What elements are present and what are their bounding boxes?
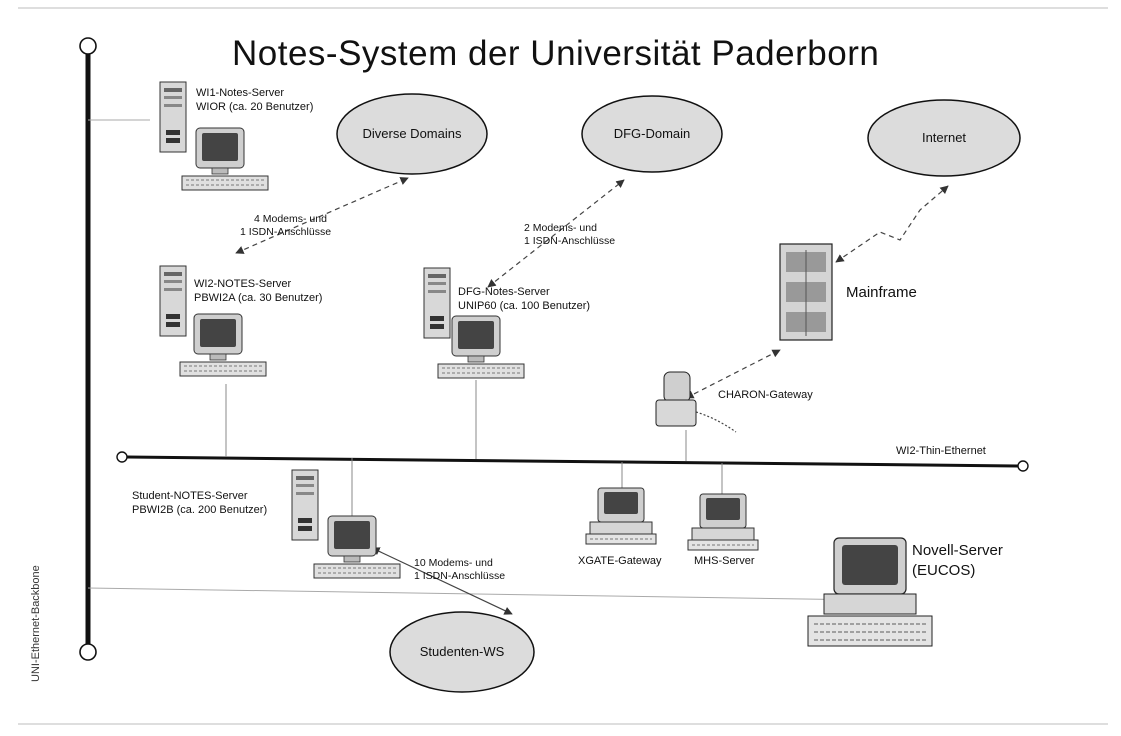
student-modems-line2: 1 ISDN-Anschlüsse [414,570,506,582]
dfg-server-users: UNIP60 (ca. 100 Benutzer) [458,300,591,312]
dfg-modems-label: 2 Modems- und 1 ISDN-Anschlüsse [524,222,615,248]
dfg-server-name: DFG-Notes-Server [458,286,550,298]
wi1-server-name: WI1-Notes-Server [196,87,285,99]
link-dfg-domain [487,179,625,288]
wi1-modems-label: 4 Modems- und 1 ISDN-Anschlüsse [240,213,331,239]
ethernet-left-terminator [116,451,128,463]
link-student-studenten [371,547,513,615]
dfg-modems-line2: 1 ISDN-Anschlüsse [524,235,616,247]
novell-server-label: Novell-Server (EUCOS) [912,541,1003,581]
xgate-gateway-label: XGATE-Gateway [578,555,662,567]
backbone-bottom-terminator [79,643,97,661]
novell-server-sub: (EUCOS) [912,562,976,579]
student-modems-label: 10 Modems- und 1 ISDN-Anschlüsse [414,557,505,583]
wi2-server-name: WI2-NOTES-Server [194,278,292,290]
wi1-server-tower [159,81,187,153]
dfg-server-label: DFG-Notes-Server UNIP60 (ca. 100 Benutze… [458,285,590,313]
cloud-studenten-label: Studenten-WS [419,644,505,659]
backbone-top-terminator [79,37,97,55]
mainframe-label: Mainframe [846,284,917,301]
novell-server-name: Novell-Server [912,542,1003,559]
dfg-modems-line1: 2 Modems- und [524,222,597,234]
mhs-server-icon [687,493,759,551]
ethernet-right-terminator [1017,460,1029,472]
link-mainframe-internet [835,185,949,263]
xgate-gateway-icon [585,487,657,545]
wi2-server-label: WI2-NOTES-Server PBWI2A (ca. 30 Benutzer… [194,277,322,305]
wi1-server-monitor [181,127,269,191]
student-modems-line1: 10 Modems- und [414,557,493,569]
student-server-monitor [313,515,401,579]
dfg-server-tower [423,267,451,339]
charon-gateway-icon [655,371,737,433]
wi1-modems-line1: 4 Modems- und [254,213,327,225]
wi2-server-users: PBWI2A (ca. 30 Benutzer) [194,292,323,304]
cloud-internet [867,99,1021,177]
student-server-users: PBWI2B (ca. 200 Benutzer) [132,504,268,516]
student-server-label: Student-NOTES-Server PBWI2B (ca. 200 Ben… [132,489,267,517]
thin-ethernet-bar [121,455,1023,468]
wi1-server-users: WIOR (ca. 20 Benutzer) [196,101,314,113]
cloud-internet-label: Internet [921,130,967,145]
wi2-server-monitor [179,313,267,377]
student-server-name: Student-NOTES-Server [132,490,248,502]
cloud-dfg-domain [581,95,723,173]
student-server-tower [291,469,319,541]
wi1-server-label: WI1-Notes-Server WIOR (ca. 20 Benutzer) [196,86,313,114]
page-title: Notes-System der Universität Paderborn [232,34,880,73]
wi1-modems-line2: 1 ISDN-Anschlüsse [240,226,332,238]
thin-ethernet-label: WI2-Thin-Ethernet [896,445,986,457]
link-wi2-diverse [235,177,409,254]
cloud-diverse-domains [336,93,488,175]
dfg-server-monitor [437,315,525,379]
backbone-label: UNI-Ethernet-Backbone [30,565,42,682]
charon-gateway-label: CHARON-Gateway [718,389,813,401]
wi2-server-tower [159,265,187,337]
cloud-dfg-label: DFG-Domain [613,126,691,141]
novell-server-icon [807,537,933,647]
cloud-diverse-label: Diverse Domains [362,126,462,141]
mhs-server-label: MHS-Server [694,555,755,567]
mainframe-icon [779,243,833,341]
